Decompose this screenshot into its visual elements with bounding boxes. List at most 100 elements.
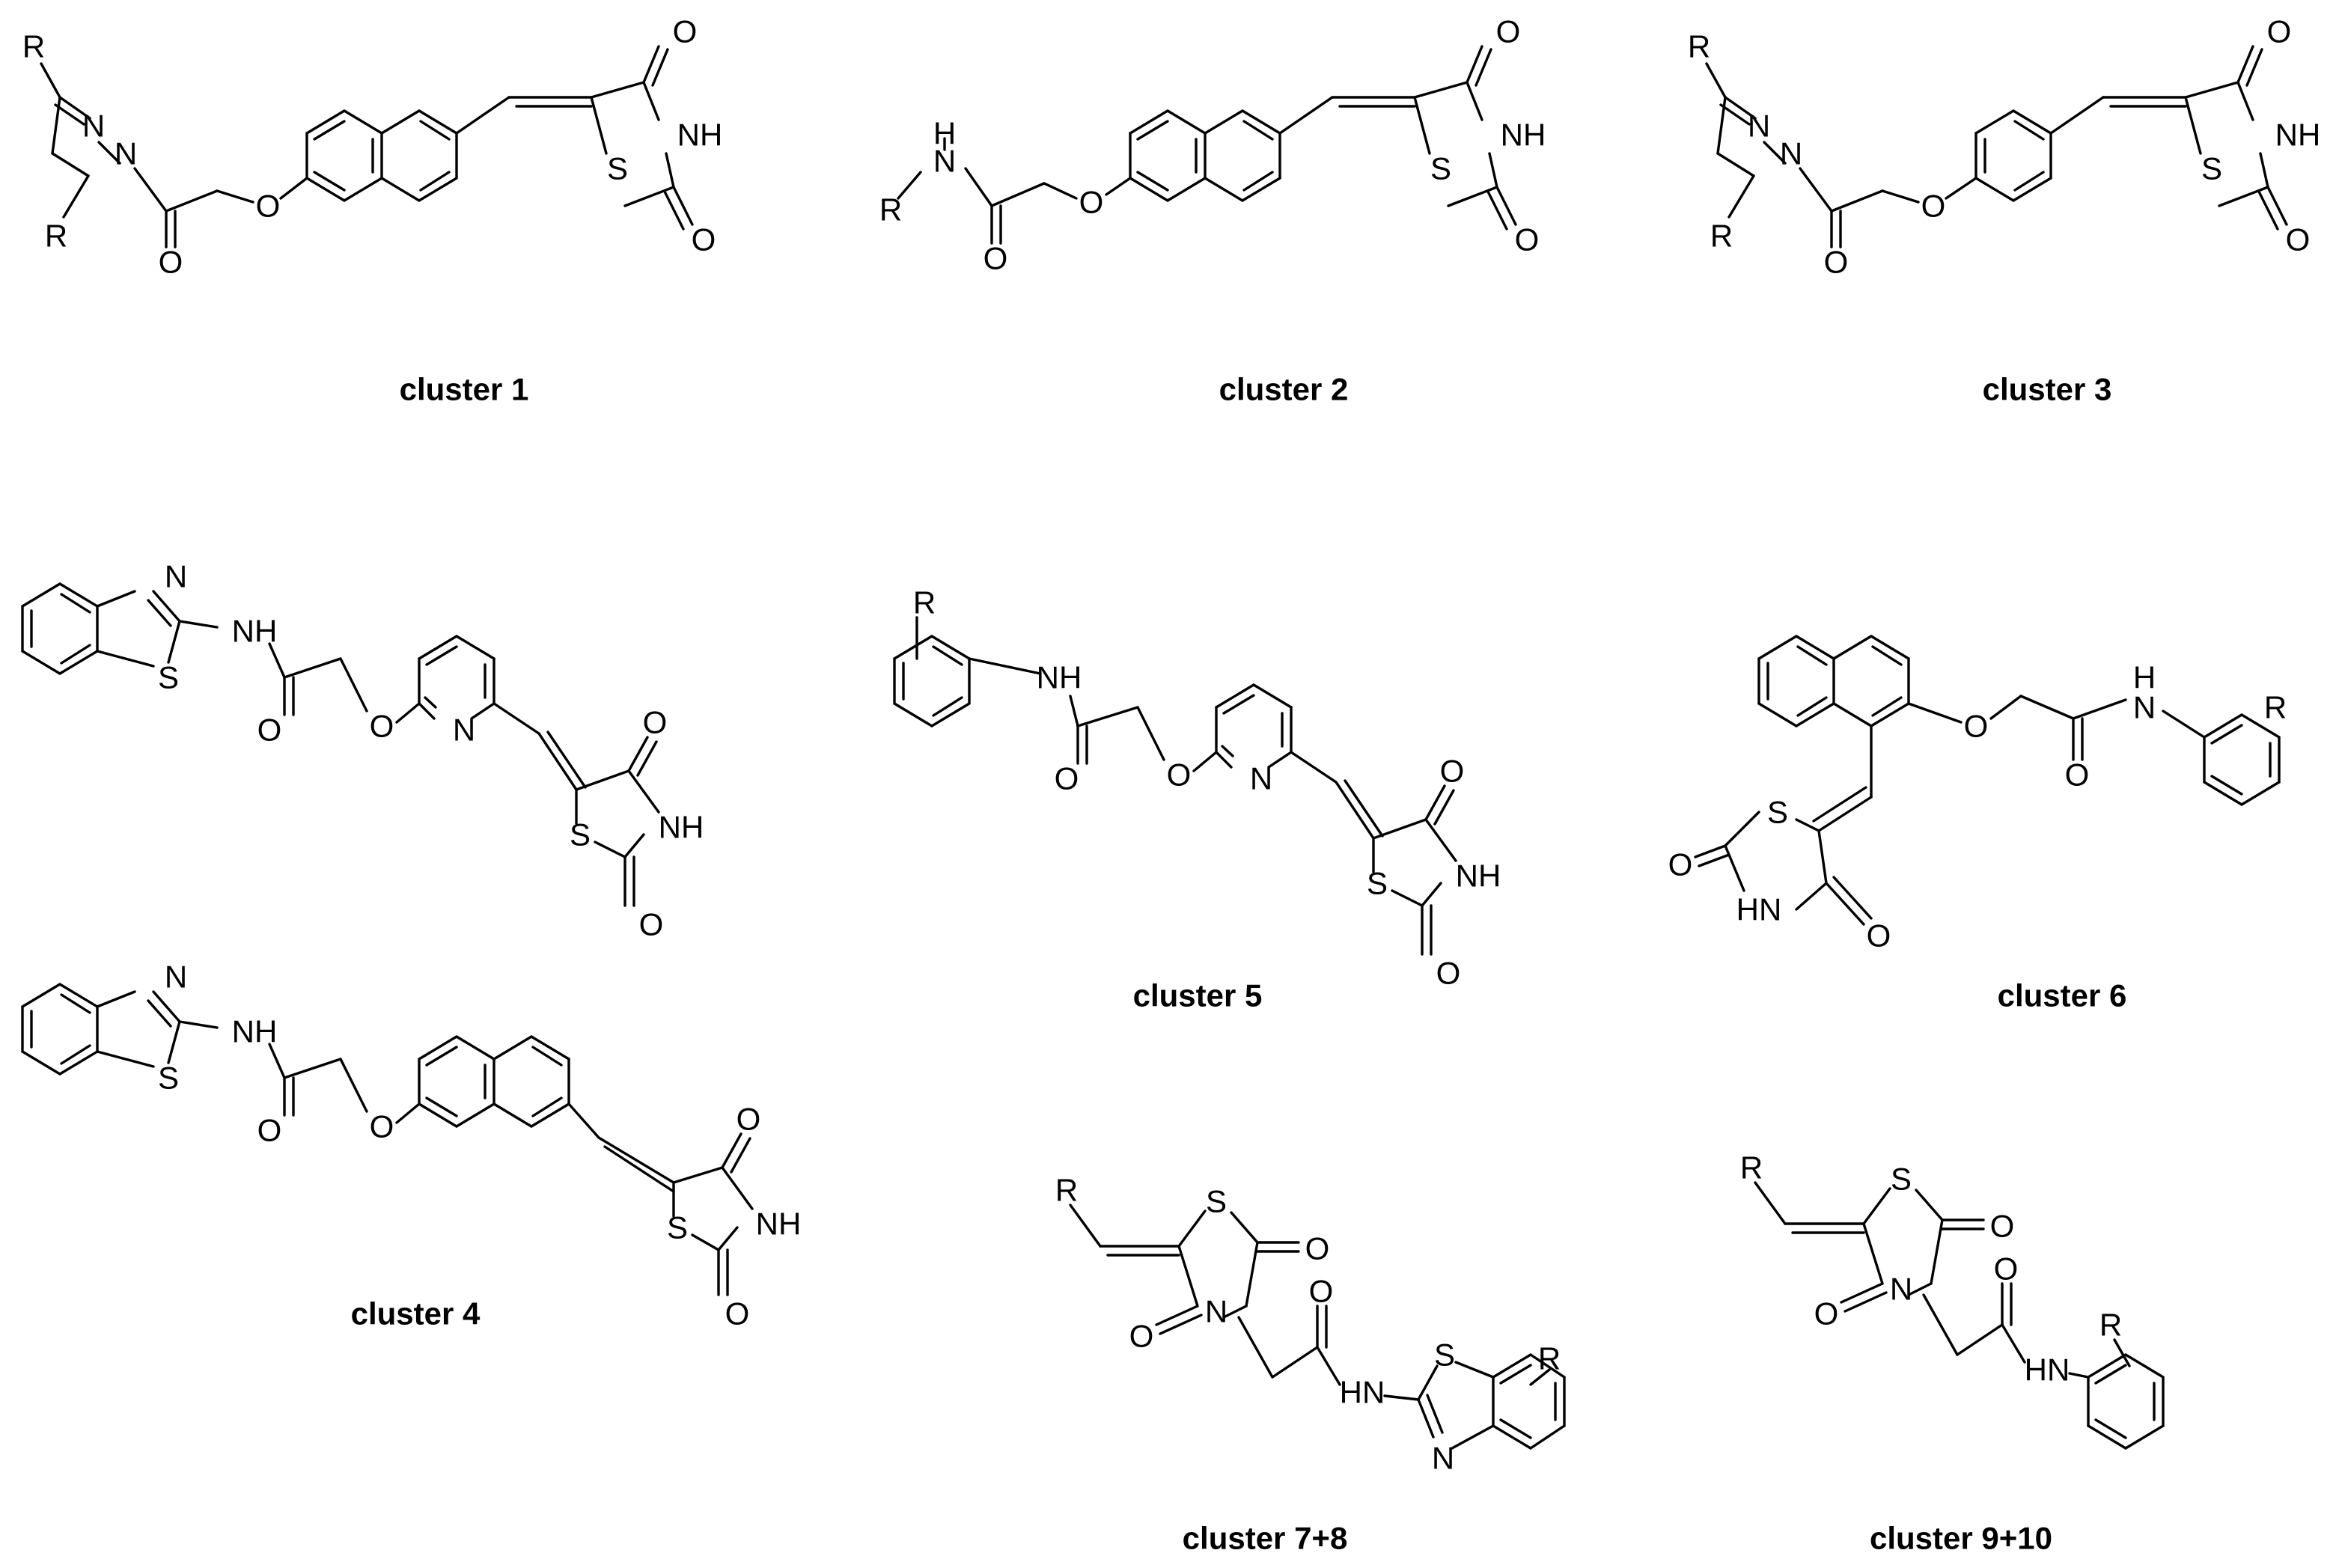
atom-label-o: O	[1305, 1231, 1330, 1266]
atom-label-nh: NH	[232, 1014, 278, 1049]
cluster-7-8-structure: R S O O N O HN S N R cluster 7+8	[1055, 1173, 1566, 1556]
atom-label-r: R	[45, 219, 67, 254]
atom-label-o: O	[725, 1296, 750, 1331]
atom-label-o: O	[643, 705, 668, 740]
atom-label-s: S	[1367, 866, 1388, 901]
atom-label-o: O	[1309, 1274, 1334, 1309]
atom-label-nh: NH	[659, 810, 704, 845]
atom-label-nh: NH	[1501, 118, 1546, 153]
atom-label-n: N	[1205, 1294, 1228, 1329]
cluster-4-naphthalene-structure: N NH S O O O NH S O cluster 4	[21, 960, 802, 1331]
atom-label-s: S	[1206, 1184, 1227, 1219]
atom-label-r: R	[1740, 1150, 1763, 1186]
atom-label-nh: NH	[1037, 660, 1082, 695]
atom-label-o: O	[1440, 754, 1465, 789]
atom-label-n: N	[1748, 109, 1770, 144]
atom-label-o: O	[1990, 1209, 2015, 1244]
atom-label-o: O	[1867, 918, 1891, 954]
atom-label-o: O	[692, 222, 716, 257]
atom-label-s: S	[607, 151, 628, 186]
atom-label-o: O	[2286, 222, 2311, 257]
atom-label-hn: HN	[1736, 892, 1782, 927]
atom-label-o: O	[1167, 757, 1192, 793]
cluster-9-10-label: cluster 9+10	[1870, 1521, 2052, 1556]
cluster-9-10-structure: R S O O N O HN R cluster 9+10	[1740, 1150, 2165, 1556]
atom-label-o: O	[1515, 222, 1540, 257]
atom-label-n: N	[933, 144, 956, 179]
atom-label-nh: NH	[756, 1206, 802, 1242]
atom-label-r: R	[1055, 1173, 1078, 1208]
atom-label-hn: HN	[2025, 1352, 2070, 1388]
atom-label-nh: NH	[1456, 858, 1501, 894]
atom-label-s: S	[2201, 151, 2222, 186]
atom-label-h: H	[2133, 660, 2156, 695]
cluster-2-structure: R H N O O O NH S O cluster 2	[879, 14, 1546, 407]
cluster-5-structure: R NH O O N O NH S O cluster 5	[893, 585, 1501, 1013]
atom-label-o: O	[1496, 14, 1521, 49]
cluster-5-label: cluster 5	[1133, 978, 1263, 1013]
atom-label-r: R	[2099, 1308, 2122, 1343]
atom-label-o: O	[1079, 185, 1104, 220]
atom-label-o: O	[257, 713, 282, 748]
atom-label-o: O	[1436, 956, 1461, 991]
atom-label-o: O	[256, 189, 281, 224]
atom-label-o: O	[1921, 189, 1946, 224]
atom-label-o: O	[673, 14, 698, 49]
atom-label-o: O	[257, 1113, 282, 1148]
atom-label-s: S	[1430, 151, 1451, 186]
atom-label-r: R	[1710, 219, 1733, 254]
atom-label-h: H	[933, 116, 956, 151]
cluster-3-label: cluster 3	[1983, 372, 2112, 407]
atom-label-n: N	[165, 559, 187, 594]
atom-label-r: R	[1688, 29, 1710, 64]
cluster-6-structure: O H N O R S O HN O cluster 6	[1668, 635, 2287, 1013]
atom-label-n: N	[453, 713, 475, 748]
atom-label-nh: NH	[232, 614, 278, 649]
atom-label-o: O	[1055, 761, 1079, 796]
atom-label-o: O	[159, 245, 183, 280]
cluster-1-label: cluster 1	[400, 372, 529, 407]
atom-label-n: N	[115, 136, 137, 171]
atom-label-o: O	[2267, 14, 2292, 49]
atom-label-o: O	[1129, 1319, 1154, 1354]
atom-label-s: S	[158, 660, 179, 695]
atom-label-r: R	[913, 585, 936, 620]
atom-label-r: R	[879, 192, 902, 228]
atom-label-r: R	[1538, 1341, 1561, 1376]
atom-label-n: N	[1780, 136, 1802, 171]
cluster-4-label: cluster 4	[351, 1296, 481, 1331]
atom-label-o: O	[737, 1102, 761, 1137]
atom-label-o: O	[1668, 847, 1693, 882]
atom-label-o: O	[639, 907, 664, 942]
atom-label-n: N	[1250, 761, 1272, 796]
atom-label-o: O	[984, 241, 1008, 276]
cluster-6-label: cluster 6	[1998, 978, 2127, 1013]
atom-label-o: O	[1994, 1251, 2019, 1287]
atom-label-s: S	[570, 817, 591, 852]
cluster-1-structure: R N N R O O O NH S O cluster 1	[22, 14, 723, 407]
cluster-4-pyridine-structure: N NH S O O N O NH S O	[21, 559, 704, 942]
atom-label-o: O	[370, 1109, 394, 1144]
atom-label-n: N	[82, 109, 105, 144]
atom-label-s: S	[158, 1061, 179, 1096]
cluster-7-8-label: cluster 7+8	[1183, 1521, 1348, 1556]
atom-label-o: O	[370, 709, 394, 744]
cluster-3-structure: R N N R O O O NH S O cluster 3	[1688, 14, 2321, 407]
cluster-2-label: cluster 2	[1219, 372, 1349, 407]
atom-label-n: N	[1890, 1272, 1912, 1307]
atom-label-n: N	[1432, 1441, 1454, 1476]
atom-label-n: N	[165, 960, 187, 995]
atom-label-hn: HN	[1340, 1375, 1385, 1410]
atom-label-n: N	[2133, 690, 2156, 725]
atom-label-o: O	[1814, 1296, 1839, 1331]
atom-label-nh: NH	[677, 118, 723, 153]
atom-label-r: R	[2264, 690, 2287, 725]
atom-label-s: S	[1891, 1162, 1912, 1197]
atom-label-o: O	[2065, 757, 2090, 793]
atom-label-s: S	[667, 1210, 688, 1245]
atom-label-s: S	[1767, 795, 1788, 830]
atom-label-o: O	[1824, 245, 1849, 280]
atom-label-nh: NH	[2275, 118, 2321, 153]
atom-label-s: S	[1434, 1337, 1455, 1373]
